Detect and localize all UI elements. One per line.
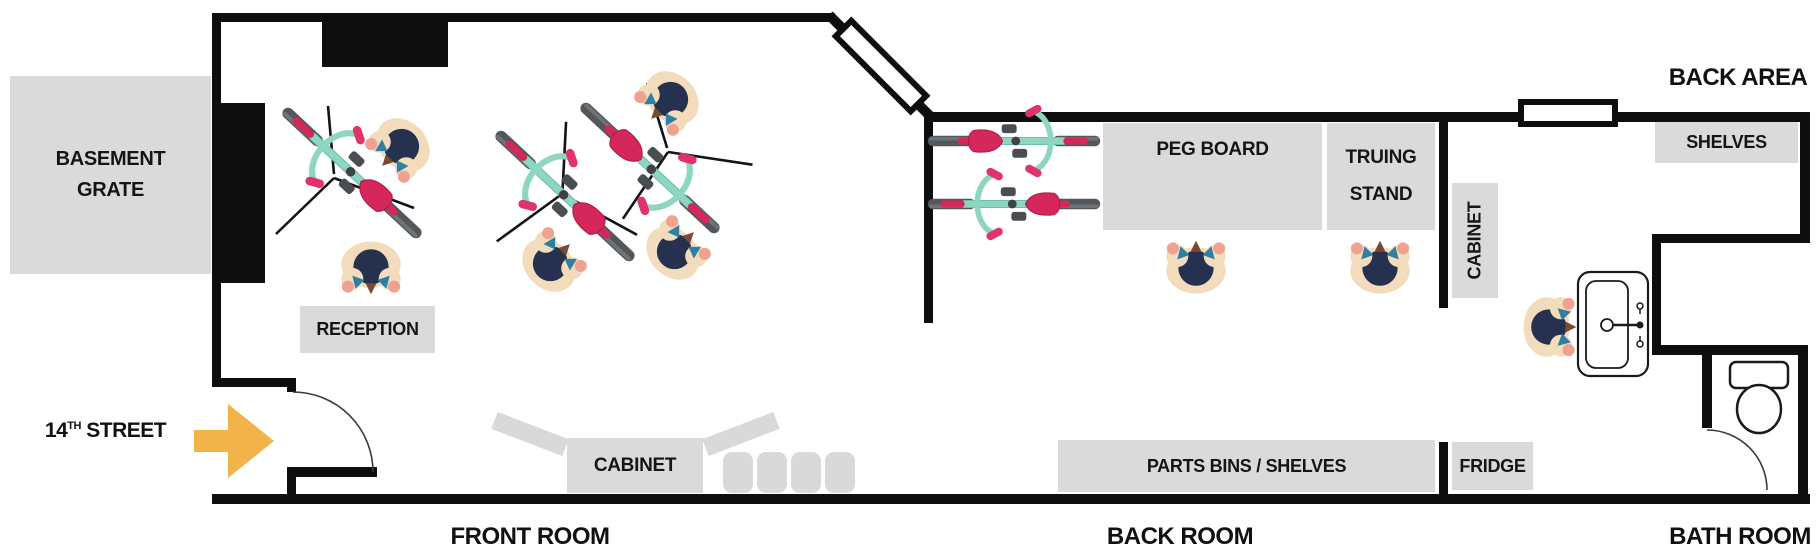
wall-entry-stub-bottom [287, 467, 296, 504]
truing-stand-label-line2: STAND [1349, 183, 1413, 205]
repair-stand [274, 104, 416, 236]
person-reception [341, 241, 401, 295]
parked-bike [928, 103, 1100, 178]
front-room-label: FRONT ROOM [450, 523, 610, 550]
bin [825, 452, 855, 493]
reception-desk: RECEPTION [300, 306, 435, 353]
front-cabinet-label: CABINET [593, 454, 677, 476]
truing-stand-label-line1: TRUING [1345, 147, 1417, 169]
wall-right [1800, 112, 1810, 243]
bike-on-stand [554, 75, 745, 261]
wall-diagonal [825, 11, 936, 122]
bin [791, 452, 821, 493]
basement-grate-label-line1: BASEMENT [55, 148, 166, 170]
bath-room-label: BATH ROOM [1669, 523, 1811, 550]
wall-divider-backarea-upper [1439, 122, 1448, 308]
parts-bins-shelves: PARTS BINS / SHELVES [1058, 440, 1435, 492]
person-mechanic [511, 223, 591, 303]
bike-on-stand [256, 80, 447, 266]
person-at-truing-stand [1350, 240, 1410, 294]
back-cabinet-label: CABINET [1464, 201, 1485, 280]
back-cabinet: CABINET [1452, 183, 1498, 298]
parked-bike [928, 166, 1100, 241]
back-room-label: BACK ROOM [1106, 523, 1254, 550]
wall-left [212, 13, 221, 387]
peg-board: PEG BOARD [1103, 123, 1322, 230]
parts-bins-label: PARTS BINS / SHELVES [1146, 455, 1347, 476]
wall-entry-jog [212, 378, 295, 387]
person-at-sink [1523, 297, 1577, 357]
basement-grate-label-line2: GRATE [76, 179, 145, 201]
wall-top-back [925, 112, 1810, 122]
wall-divider-backarea-lower [1439, 442, 1448, 502]
sink [1576, 270, 1650, 378]
entry-door-swing-arc [292, 391, 374, 473]
walls [212, 13, 1810, 504]
street-label: 14TH STREET [33, 417, 178, 445]
wall-divider-front-back [924, 112, 933, 323]
entrance-arrow-icon [194, 404, 274, 478]
bathroom-door-swing-arc [1706, 429, 1768, 491]
street-number: 14 [44, 419, 68, 442]
faucet-icon [1636, 321, 1644, 329]
wall-black-block-top [322, 13, 448, 67]
wall-bathroom-top [1652, 345, 1808, 355]
wall-notch-left [1652, 234, 1661, 355]
peg-board-label: PEG BOARD [1156, 139, 1269, 160]
bin [757, 452, 787, 493]
cold-tap-icon [1636, 340, 1644, 348]
front-cabinet: CABINET [567, 438, 703, 493]
back-area-window [1518, 99, 1618, 127]
entry-door-leaf [290, 467, 377, 477]
truing-stand: TRUING STAND [1327, 123, 1435, 230]
wall-bottom [212, 494, 1810, 504]
hot-tap-icon [1636, 302, 1644, 310]
bin [723, 452, 753, 493]
person-at-pegboard [1166, 240, 1226, 294]
shelves-label: SHELVES [1686, 132, 1767, 152]
street-word: STREET [86, 419, 167, 442]
repair-stand [495, 113, 653, 262]
reception-label: RECEPTION [316, 319, 419, 339]
street-ordinal: TH [67, 420, 81, 432]
front-window [831, 16, 931, 116]
wall-bathroom-right [1798, 345, 1808, 504]
fridge: FRIDGE [1452, 442, 1533, 490]
wall-bathroom-inner [1702, 355, 1712, 428]
person-mechanic [635, 211, 715, 291]
bike-on-stand [469, 103, 660, 289]
back-area-label: BACK AREA [1668, 64, 1808, 91]
basement-grate-box: BASEMENT GRATE [10, 76, 211, 274]
wall-black-column [218, 103, 265, 283]
shelves: SHELVES [1655, 122, 1798, 163]
person-mechanic [630, 60, 710, 140]
repair-stand [594, 63, 760, 221]
wall-top-front [212, 13, 835, 22]
toilet [1728, 360, 1790, 435]
fridge-label: FRIDGE [1459, 455, 1526, 476]
person-mechanic [361, 107, 441, 187]
wall-entry-stub-top [287, 378, 296, 392]
wall-notch-top [1652, 234, 1810, 243]
